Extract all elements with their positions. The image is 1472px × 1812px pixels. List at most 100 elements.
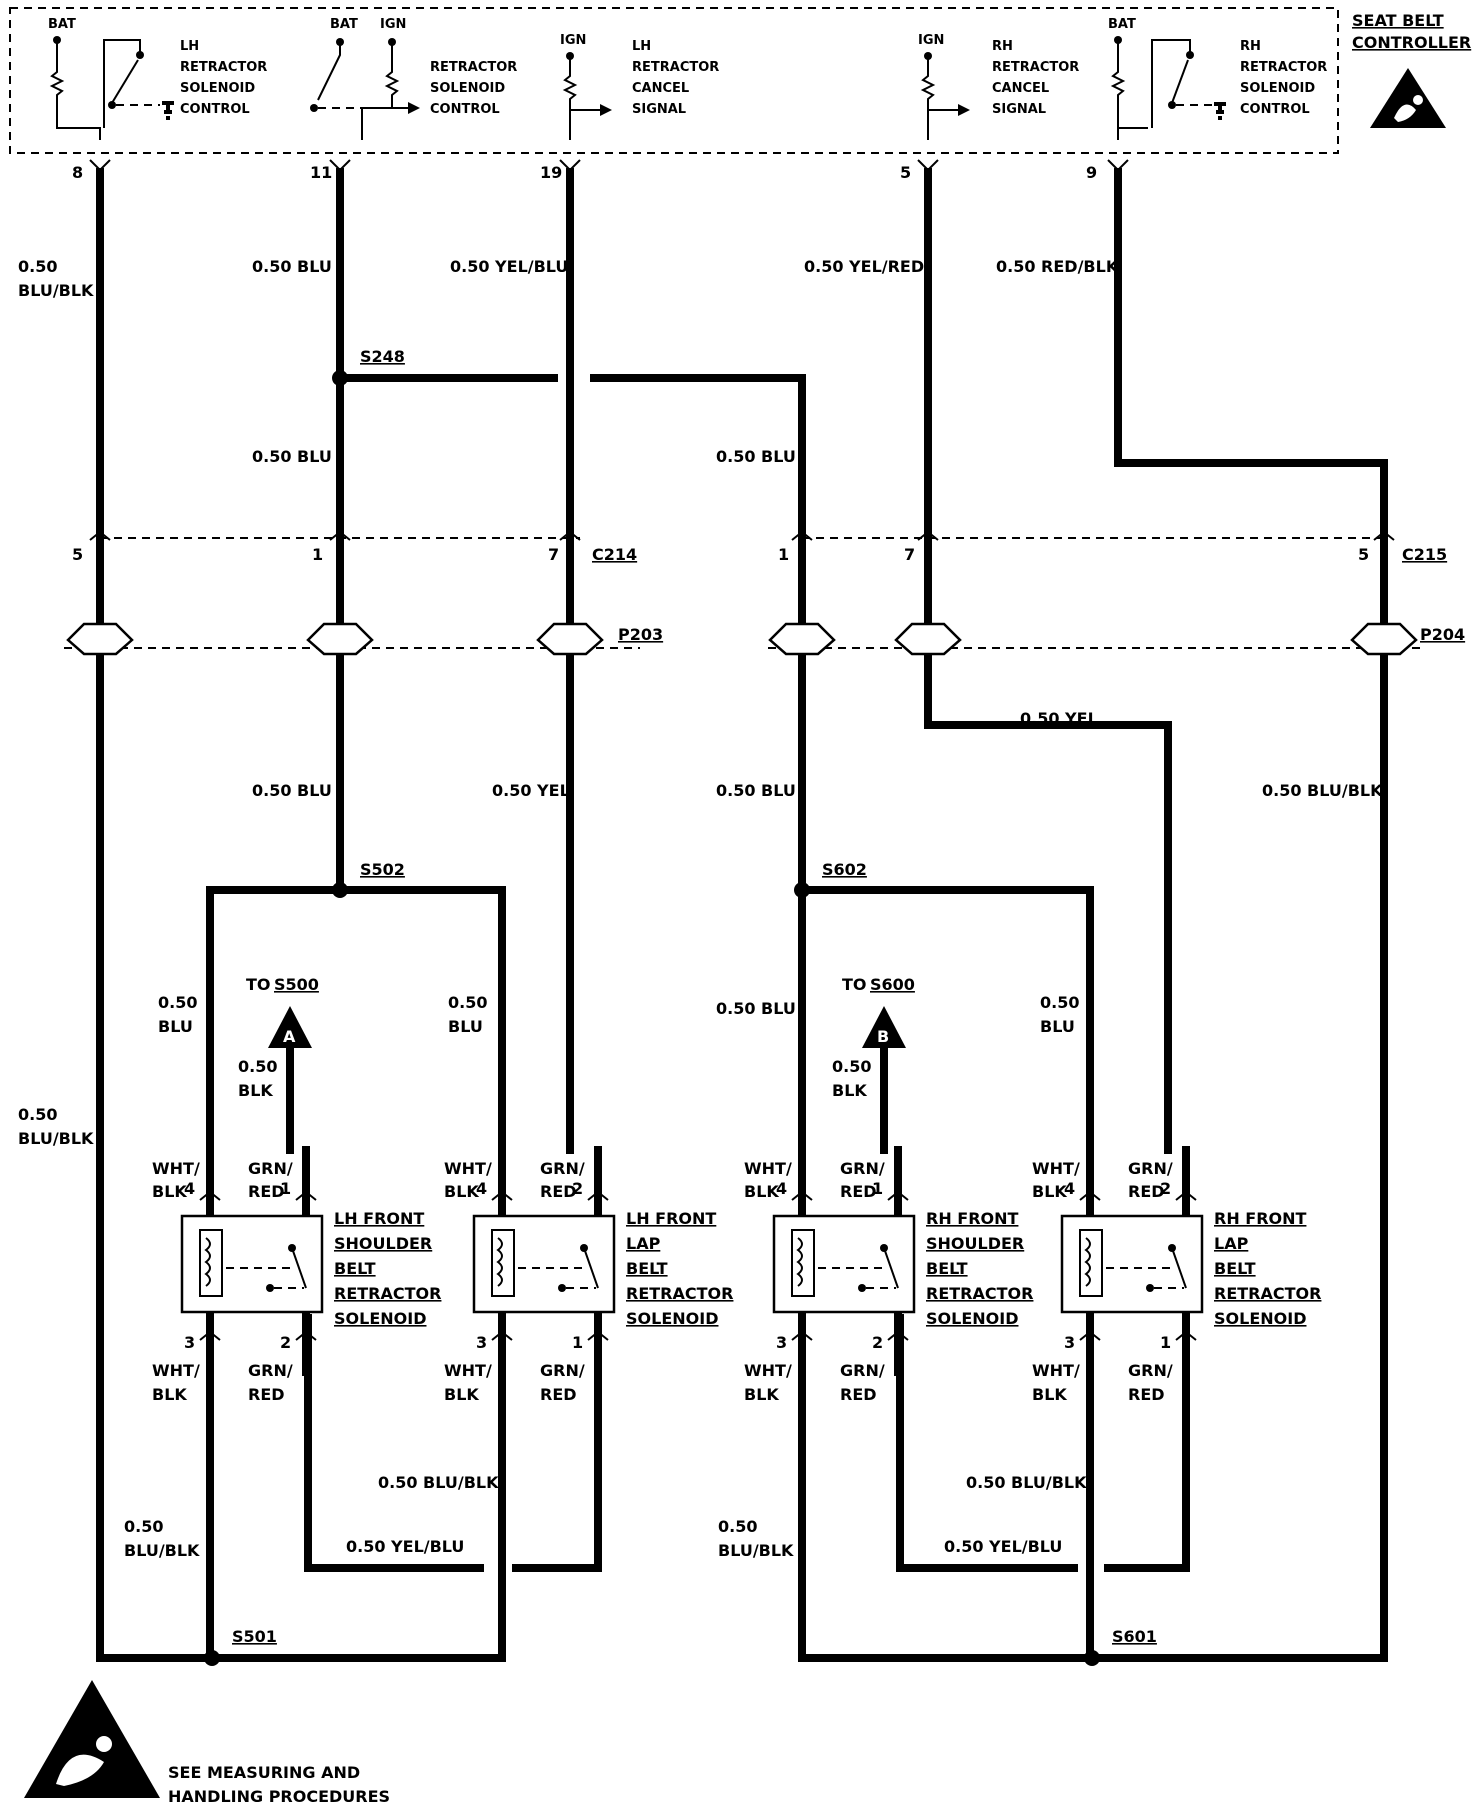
solenoid-text: 2 [572,1179,583,1198]
connector-pin-chevrons [89,530,1395,541]
pin-terminal-icon [199,1190,221,1201]
ref-b-letter: B [877,1027,889,1046]
pin-terminal-icon [791,1330,813,1341]
solenoid-text: LAP [626,1234,661,1253]
controller-outline [9,7,1339,154]
wire-label: 0.50 BLU [252,447,332,466]
switch-contact [1146,1284,1154,1292]
c215-pin: 5 [1358,545,1369,564]
wire-label: 0.50 YEL/BLU [346,1537,464,1556]
coil-winding [796,1237,803,1287]
connectors-c214-c215: 5 1 7 C214 1 7 5 C215 [72,530,1447,564]
solenoid-text: 3 [184,1333,195,1352]
supply-label: BAT [1108,17,1136,32]
wire-label: 0.50 [832,1057,871,1076]
pin-terminal-icon [791,1190,813,1201]
splice-s248-label: S248 [360,347,405,366]
switch-contact [266,1284,274,1292]
controller-block-lh-cancel: IGN LH RETRACTOR CANCEL SIGNAL [560,33,719,140]
pass-throughs-p203-p204: P203 P204 [64,622,1465,656]
ref-a-arrow-icon [268,1006,312,1048]
wire-label: 0.50 BLU/BLK [378,1473,499,1492]
pin-terminal-icon [491,1330,513,1341]
pin-terminal-icon [199,1330,221,1341]
wire-label: BLU [1040,1017,1075,1036]
solenoid-text: WHT/ [152,1361,200,1380]
pin-terminal-icon [587,1330,609,1341]
solenoid-text: WHT/ [744,1159,792,1178]
switch-blade [883,1247,899,1289]
solenoid-text: BLK [744,1182,779,1201]
block-line: LH [632,39,651,54]
solenoid-text: RED [840,1385,877,1404]
switch-blade [583,1247,599,1289]
ref-a-letter: A [283,1027,296,1046]
c214-label: C214 [592,545,637,564]
solenoid-text: GRN/ [248,1159,293,1178]
block-line: RH [992,39,1013,54]
solenoid-text: GRN/ [1128,1159,1173,1178]
wire-label: 0.50 YEL/BLU [944,1537,1062,1556]
splice-s502-label: S502 [360,860,405,879]
solenoid-text: GRN/ [248,1361,293,1380]
wire-label: 0.50 [158,993,197,1012]
supply-label: IGN [380,17,406,32]
c214-pin: 1 [312,545,323,564]
ref-b-arrow-icon [862,1006,906,1048]
wire-label: 0.50 [18,257,57,276]
block-line: CONTROL [1240,102,1310,117]
wire-label: 0.50 BLU/BLK [1262,781,1383,800]
wire-rh-lap-grn [1104,1314,1190,1572]
c215-label: C215 [1402,545,1447,564]
block-line: SOLENOID [430,81,505,96]
wire-label: 0.50 [238,1057,277,1076]
switch-contact [858,1284,866,1292]
block-line: CONTROL [430,102,500,117]
solenoid-text: GRN/ [540,1361,585,1380]
pin-terminal-icon [587,1190,609,1201]
block-line: RETRACTOR [430,60,517,75]
switch-contact [558,1284,566,1292]
p204-label: P204 [1420,625,1465,644]
esd-warning-icon [24,1680,160,1798]
wire-label: BLU/BLK [718,1541,794,1560]
pin-number: 19 [540,163,562,182]
controller-block-solenoid: BAT IGN RETRACTOR SOLENOID CONTROL [310,17,517,140]
solenoid-text: 1 [280,1179,291,1198]
wire-lh-lap-grn [512,1314,602,1572]
wire-label: BLU [448,1017,483,1036]
block-line: LH [180,39,199,54]
ref-target-label: S600 [870,975,915,994]
block-line: RETRACTOR [180,60,267,75]
solenoid-text: GRN/ [540,1159,585,1178]
solenoid-text: WHT/ [444,1361,492,1380]
ref-to-s500: TO S500 A [246,975,319,1048]
block-line: CANCEL [632,81,689,96]
solenoid-text: SOLENOID [334,1309,426,1328]
solenoid-text: 2 [280,1333,291,1352]
solenoid-text: 1 [1160,1333,1171,1352]
solenoid-text: RED [1128,1182,1165,1201]
wire-label: 0.50 [18,1105,57,1124]
solenoid-text: BLK [1032,1182,1067,1201]
c215-pin: 1 [778,545,789,564]
block-line: RETRACTOR [1240,60,1327,75]
solenoid-text: BLK [152,1182,187,1201]
wire-label: 0.50 BLU [252,257,332,276]
pin-number: 5 [900,163,911,182]
wire-label: BLU/BLK [18,281,94,300]
solenoid-text: BLK [152,1385,187,1404]
solenoid-text: GRN/ [840,1361,885,1380]
wire-label: 0.50 YEL [1020,709,1098,728]
solenoid-text: 2 [872,1333,883,1352]
coil-icon [491,1229,515,1297]
solenoid-text: GRN/ [1128,1361,1173,1380]
block-line: SOLENOID [180,81,255,96]
supply-label: BAT [330,17,358,32]
splice-s248-dot [332,370,348,386]
splice-s502-dot [332,882,348,898]
splices: S248 S502 S602 S501 S601 [204,347,1157,1666]
